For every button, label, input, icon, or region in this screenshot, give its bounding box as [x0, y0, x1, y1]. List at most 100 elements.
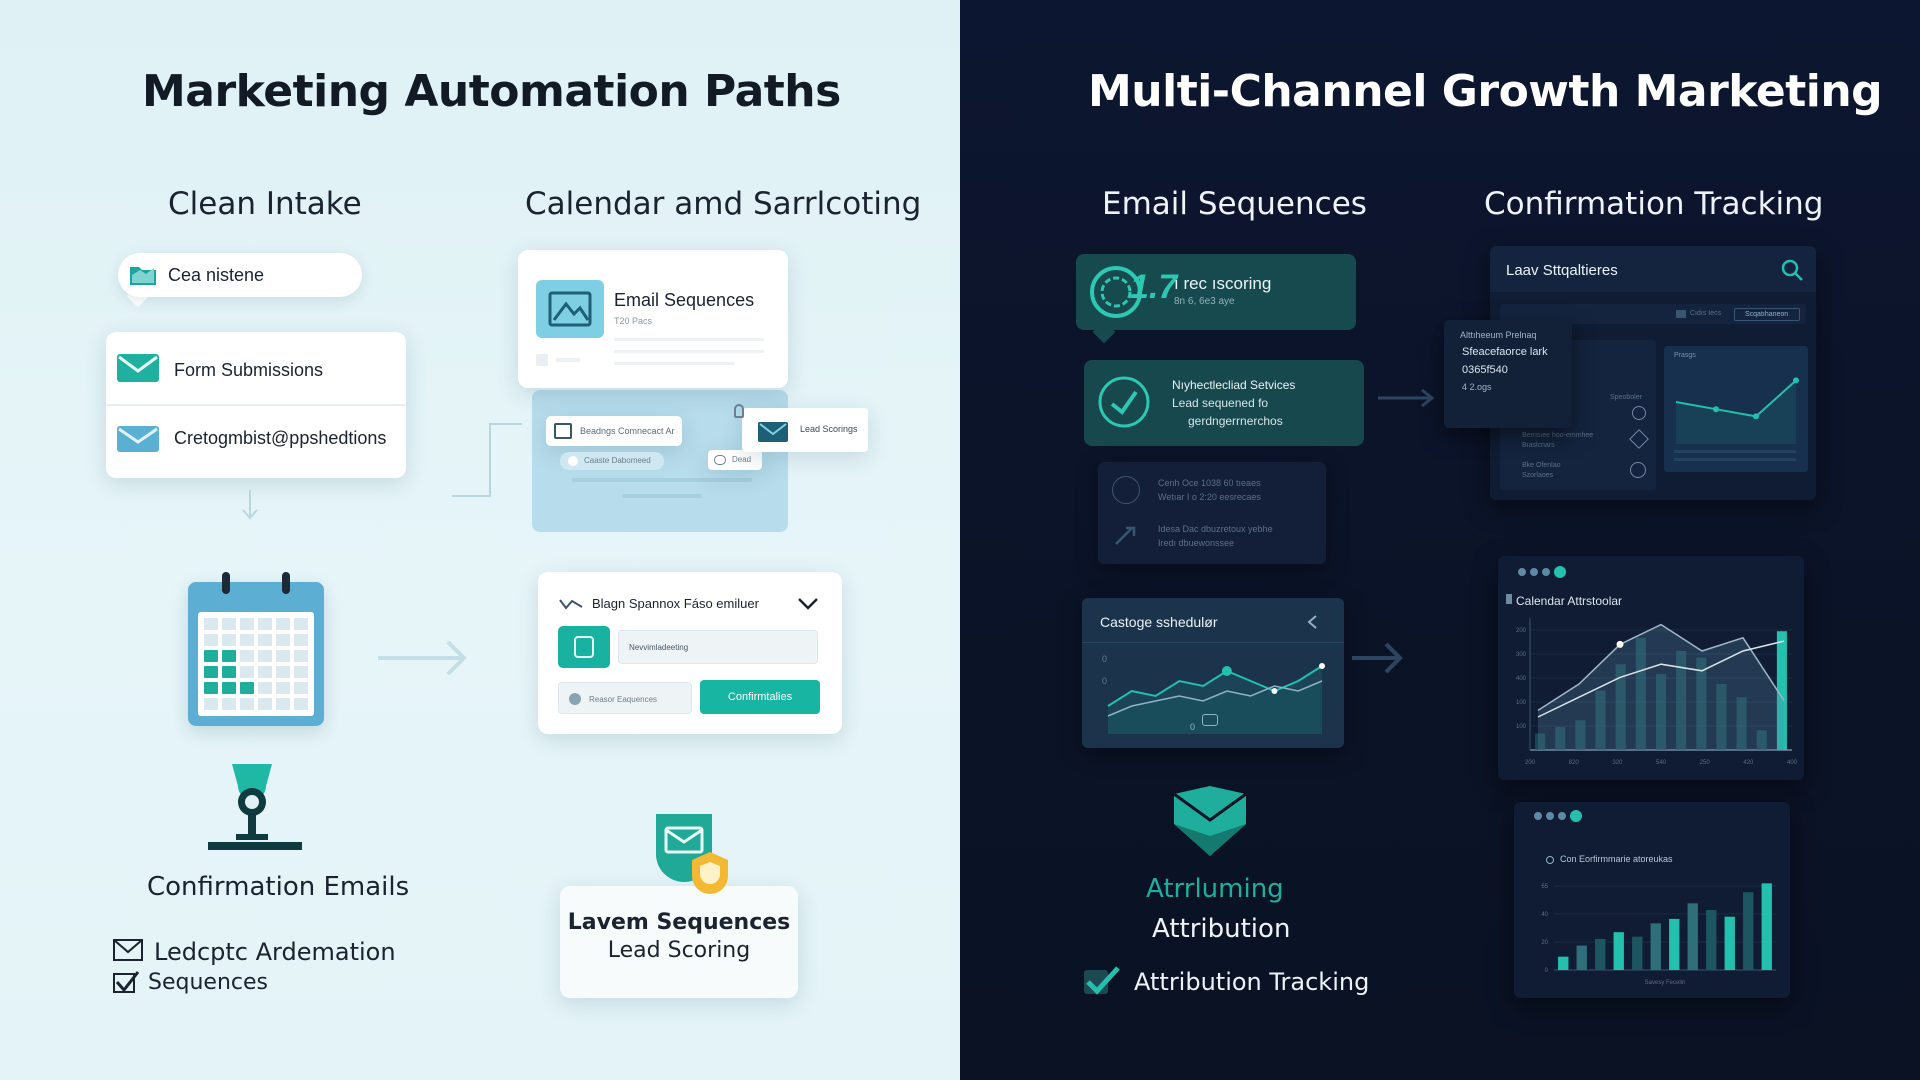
area-fill — [1676, 380, 1796, 444]
legend-dot — [1546, 856, 1554, 864]
bar — [1535, 733, 1546, 750]
status-dot — [568, 456, 578, 466]
check-icon — [113, 971, 140, 993]
chevron-left-icon[interactable] — [1304, 612, 1320, 632]
chip-status[interactable]: Caaste Dabomeed — [560, 452, 664, 470]
window-dot — [1546, 812, 1554, 820]
mail-icon — [117, 354, 159, 382]
attribution-label: Attribution — [1152, 914, 1291, 944]
calendar-cell — [222, 618, 236, 630]
calendar-grid — [198, 612, 314, 716]
calendar-cell — [240, 650, 254, 662]
y-tick: 400 — [1516, 676, 1527, 682]
calendar-cell — [276, 682, 290, 694]
tracking-row: Bke Ofenlao — [1522, 462, 1561, 469]
y-tick: 100 — [1516, 724, 1527, 730]
y-tick: 200 — [1516, 628, 1527, 634]
scheduler-chart — [1107, 663, 1325, 734]
chip-bookings[interactable]: Beadngs Comnecact Ar — [546, 416, 682, 446]
x-tick: 820 — [1569, 760, 1580, 766]
shield-mail-icon — [1173, 786, 1247, 856]
email-card-subtitle: T20 Pacs — [614, 316, 653, 326]
calendar-cell — [294, 618, 308, 630]
bar — [1613, 932, 1624, 970]
ghost-button[interactable]: Reasor Eaquences — [558, 682, 692, 714]
tracking-row: Bıaslcnars — [1522, 442, 1555, 449]
tracking-row: Speoboler — [1610, 394, 1642, 401]
filter-icon — [1676, 310, 1686, 318]
services-line-1: Nıyhectlecliad Setvices — [1172, 378, 1296, 392]
tracking-chart — [1675, 377, 1799, 444]
scheduler-xlabel: 0 — [1190, 722, 1196, 732]
muted-card: Cenh Oce 1038 60 tıeaes Wetıar I o 2:20 … — [1098, 462, 1326, 564]
confirmation-tracking-heading: Confirmation Tracking — [1484, 186, 1824, 222]
calendar-cell — [258, 618, 272, 630]
email-sequences-card[interactable]: Email Sequences T20 Pacs — [518, 250, 788, 388]
globe-icon — [1112, 476, 1140, 504]
intake-card: Form Submissions Cretogmbist@ppshedtions — [106, 332, 406, 478]
services-line-2: Lead sequened fo — [1172, 396, 1269, 410]
scheduler-card[interactable]: Castoge sshedulør 0 0 0 — [1082, 598, 1344, 748]
calendar-cell — [276, 634, 290, 646]
ghost-button-text: Reasor Eaquences — [589, 695, 658, 704]
badge-icon — [1090, 266, 1142, 318]
overlay-card[interactable]: Alttıheeum Prelnaq Sfeacefaorce lark 036… — [1444, 320, 1572, 428]
gear-icon[interactable] — [1632, 406, 1646, 420]
search-icon[interactable] — [1780, 258, 1804, 282]
tracking-chip-a[interactable]: Cıdıs Iecs — [1690, 310, 1722, 317]
placeholder-line — [622, 494, 702, 498]
series-line — [1107, 665, 1323, 707]
toolbar: Cıdıs Iecs Scqatıhaneon — [1500, 304, 1806, 324]
chevron-down-icon[interactable] — [796, 596, 820, 612]
x-tick: 540 — [1656, 760, 1667, 766]
calendar-cell — [222, 666, 236, 678]
x-tick: 320 — [1612, 760, 1623, 766]
tracking-row: Szorlaoes — [1522, 472, 1554, 479]
score-subtitle: 8n 6, 6e3 aye — [1174, 296, 1235, 307]
pin-icon[interactable] — [1629, 429, 1649, 449]
form-card-header: Blagn Spannox Fáso emiluer — [592, 596, 759, 611]
services-card[interactable]: Nıyhectlecliad Setvices Lead sequened fo… — [1084, 360, 1364, 446]
intake-item-email[interactable]: Cretogmbist@ppshedtions — [174, 428, 387, 448]
clock-icon[interactable] — [1630, 462, 1646, 478]
tracking-chip-b-box[interactable]: Scqatıhaneon — [1734, 308, 1800, 321]
bar — [1595, 938, 1606, 970]
calendar-cell — [294, 666, 308, 678]
calendar-cell — [222, 682, 236, 694]
intake-bubble[interactable]: Cea nistene — [118, 253, 362, 297]
intake-item-form[interactable]: Form Submissions — [174, 360, 324, 380]
placeholder-line — [1674, 458, 1796, 461]
services-line-3: gerdngerrnerchos — [1188, 414, 1283, 428]
form-card[interactable]: Blagn Spannox Fáso emiluer Nevvimladeeti… — [538, 572, 842, 734]
data-point — [1753, 413, 1759, 420]
calendar-cell — [276, 666, 290, 678]
data-point — [1319, 663, 1325, 669]
tracking-chart-panel: Prasgs — [1664, 346, 1808, 472]
form-field[interactable]: Nevvimladeeting — [618, 630, 818, 664]
chip-lead-scorings[interactable]: Lead Scorings — [742, 408, 868, 452]
bar — [1696, 657, 1707, 750]
confirm-button[interactable]: Confirmtalies — [700, 680, 820, 714]
bar — [1687, 903, 1698, 970]
right-title: Multi-Channel Growth Marketing — [1088, 66, 1883, 117]
data-point — [1713, 406, 1719, 413]
placeholder-line — [614, 338, 764, 341]
check-badge-icon — [1098, 376, 1150, 428]
calendar-cell — [258, 666, 272, 678]
pill-icon — [714, 455, 726, 465]
folder-icon — [130, 267, 156, 285]
window-dot — [1534, 812, 1542, 820]
tracking-row: Berrisıee hoo-emmhee — [1522, 432, 1594, 439]
calendar-chart-title: Calendar Attrstoolar — [1516, 594, 1623, 608]
bar — [1676, 651, 1687, 750]
calendar-cell — [294, 634, 308, 646]
window-dot — [1530, 568, 1538, 576]
check-icon — [1084, 966, 1120, 995]
data-point — [1221, 666, 1232, 676]
chip-done[interactable]: Dead — [708, 450, 762, 470]
score-card[interactable]: 1.7 ı rec ıscoring 8n 6, 6e3 aye — [1076, 254, 1356, 330]
form-field-text: Nevvimladeeting — [629, 643, 689, 652]
